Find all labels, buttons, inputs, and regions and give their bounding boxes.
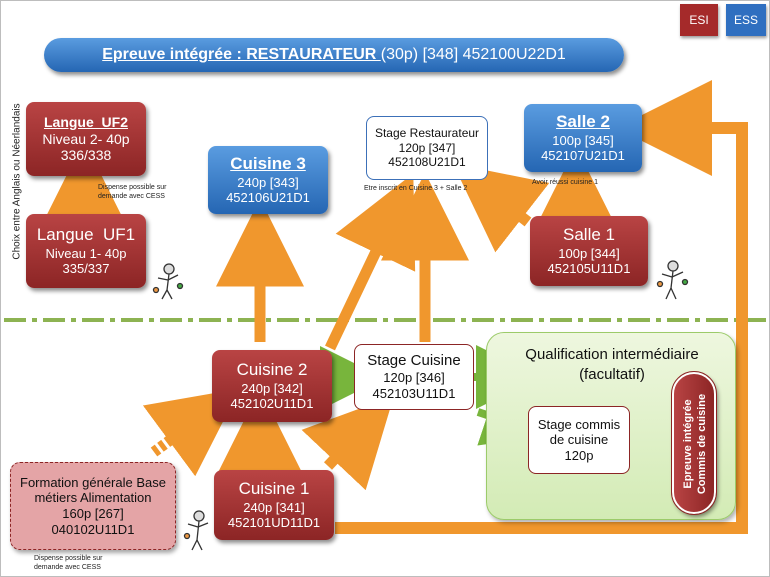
stage-restaurateur-line1: 120p [347] (398, 140, 456, 155)
qualification-line2: (facultatif) (579, 366, 645, 384)
langue-uf2-box: Langue UF2 Niveau 2- 40p 336/338 (26, 102, 146, 176)
salle1-line2: 452105U11D1 (547, 261, 631, 277)
epreuve-commis-text: Epreuve intégrée Commis de cuisine (675, 373, 715, 515)
epreuve-commis-box: Epreuve intégrée Commis de cuisine (671, 371, 717, 515)
title-rest: (30p) [348] 452100U22D1 (380, 46, 566, 64)
arrow-cuisine2-to-stage-restaurateur (325, 173, 416, 351)
qualification-line1: Qualification intermédiaire (525, 346, 699, 363)
note-dispense-top-line2: demande avec CESS (98, 192, 165, 200)
side-label: Choix entre Anglais ou Néerlandais (11, 103, 23, 260)
cuisine1-line2: 452101UD11D1 (227, 515, 321, 531)
cuisine3-name: Cuisine 3 (230, 154, 306, 174)
note-etre-inscrit: Etre inscrit en Cuisine 3 + Salle 2 (364, 185, 468, 192)
stage-commis-line2: de cuisine (549, 432, 609, 448)
salle2-line1: 100p [345] (552, 132, 614, 148)
note-avoir-reussi: Avoir réussi cuisine 1 (532, 179, 599, 186)
langue-uf1-line2: 335/337 (62, 261, 110, 277)
cuisine2-line1: 240p [342] (241, 380, 303, 396)
langue-uf1-line1: Niveau 1- 40p (45, 245, 127, 261)
title-banner: Epreuve intégrée : RESTAURATEUR (30p) [3… (44, 38, 624, 72)
stage-cuisine-name: Stage Cuisine (367, 352, 461, 370)
qualification-title: Qualification intermédiaire (facultatif) (487, 345, 737, 386)
epreuve-commis-line1: Epreuve intégrée (681, 399, 694, 489)
stage-restaurateur-box: Stage Restaurateur 120p [347] 452108U21D… (366, 116, 488, 180)
cuisine2-line2: 452102U11D1 (230, 396, 314, 412)
salle2-line2: 452107U21D1 (541, 148, 625, 164)
stage-restaurateur-line2: 452108U21D1 (388, 155, 466, 170)
arrow-formation-to-cuisine2 (142, 388, 240, 477)
stage-commis-box: Stage commis de cuisine 120p (528, 406, 630, 474)
salle1-name: Salle 1 (563, 225, 615, 245)
formation-generale-box: Formation générale Base métiers Alimenta… (10, 462, 176, 550)
salle2-name: Salle 2 (556, 112, 610, 132)
note-dispense-bottom: Dispense possible sur demande avec CESS (34, 555, 102, 573)
stage-cuisine-line2: 452103U11D1 (372, 386, 456, 401)
cuisine3-line1: 240p [343] (237, 174, 299, 190)
cuisine1-name: Cuisine 1 (238, 479, 310, 499)
stage-cuisine-box: Stage Cuisine 120p [346] 452103U11D1 (354, 344, 474, 410)
ess-tag: ESS (726, 4, 766, 36)
salle1-box: Salle 1 100p [344] 452105U11D1 (530, 216, 648, 286)
cuisine3-line2: 452106U21D1 (226, 190, 310, 206)
stage-cuisine-line1: 120p [346] (383, 370, 445, 386)
formation-line3: 160p [267] (62, 506, 124, 521)
cuisine3-box: Cuisine 3 240p [343] 452106U21D1 (208, 146, 328, 214)
cuisine1-box: Cuisine 1 240p [341] 452101UD11D1 (214, 470, 334, 540)
note-dispense-bottom-line2: demande avec CESS (34, 563, 101, 571)
note-dispense-top: Dispense possible sur demande avec CESS (98, 184, 166, 202)
salle2-box: Salle 2 100p [345] 452107U21D1 (524, 104, 642, 172)
formation-line2: métiers Alimentation (34, 490, 152, 506)
langue-uf2-line1: Niveau 2- 40p (42, 130, 130, 147)
langue-uf1-name: Langue UF1 (36, 225, 136, 245)
langue-uf2-name: Langue UF2 (43, 113, 128, 130)
cuisine2-box: Cuisine 2 240p [342] 452102U11D1 (212, 350, 332, 422)
arrow-cuisine1-to-salle2 (335, 80, 748, 534)
cuisine1-line1: 240p [341] (243, 499, 305, 515)
figure-icon-bottom (183, 510, 209, 551)
stage-commis-line1: Stage commis (537, 416, 621, 432)
note-dispense-bottom-line1: Dispense possible sur (34, 555, 103, 562)
formation-line4: 040102U11D1 (51, 521, 135, 537)
figure-icon-left (152, 263, 184, 300)
formation-line1: Formation générale Base (20, 474, 166, 490)
stage-commis-line3: 120p (564, 447, 594, 463)
cuisine2-name: Cuisine 2 (236, 360, 308, 380)
arrow-cuisine1-to-stage-cuisine (301, 395, 394, 491)
salle1-line1: 100p [344] (558, 245, 620, 261)
esi-tag: ESI (680, 4, 718, 36)
epreuve-commis-line2: Commis de cuisine (696, 393, 708, 495)
langue-uf2-line2: 336/338 (60, 147, 112, 164)
arrow-salle1-to-stage-restaurateur (452, 163, 550, 253)
note-dispense-top-line1: Dispense possible sur (98, 184, 167, 191)
langue-uf1-box: Langue UF1 Niveau 1- 40p 335/337 (26, 214, 146, 288)
title-underlined: Epreuve intégrée : RESTAURATEUR (102, 46, 381, 64)
stage-restaurateur-name: Stage Restaurateur (374, 126, 480, 141)
figure-icon-right (656, 260, 689, 300)
